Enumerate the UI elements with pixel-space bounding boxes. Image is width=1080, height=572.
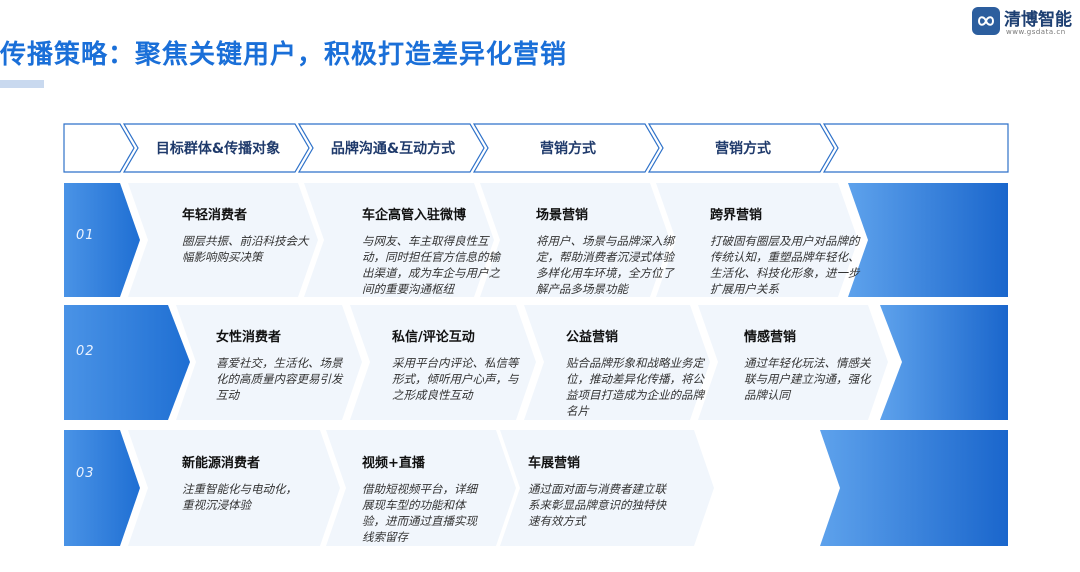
cell-title: 私信/评论互动: [392, 330, 475, 345]
cell-title: 车企高管入驻微博: [362, 208, 467, 223]
cell-desc: 将用户、场景与品牌深入绑定，帮助消费者沉浸式体验多样化用车环境，全方位了解产品多…: [536, 234, 674, 296]
row-3-graphics: [64, 430, 1008, 546]
cell-desc: 通过年轻化玩法、情感关联与用户建立沟通，强化品牌认同: [744, 356, 871, 402]
brand-logo: 清博智能 www.gsdata.cn: [972, 3, 1077, 41]
cell-title: 女性消费者: [216, 330, 282, 345]
page-title: 传播策略：聚焦关键用户，积极打造差异化营销: [0, 40, 568, 70]
infinity-logo-icon: [972, 7, 1000, 35]
cell-title: 情感营销: [744, 330, 797, 345]
header-cell-5: [822, 123, 1009, 173]
cell-title: 视频+直播: [362, 456, 425, 471]
cell-title: 车展营销: [528, 456, 581, 471]
row-number-3: 03: [76, 466, 95, 481]
cell-r2-c3: 公益营销 贴合品牌形象和战略业务定位，推动差异化传播，将公益项目打造成为企业的品…: [566, 326, 706, 419]
cell-r1-c1: 年轻消费者 圈层共振、前沿科技会大幅影响购买决策: [182, 204, 318, 265]
cell-desc: 通过面对面与消费者建立联系来彰显品牌意识的独特快速有效方式: [528, 482, 666, 528]
cell-r3-c1: 新能源消费者 注重智能化与电动化，重视沉浸体验: [182, 452, 306, 513]
brand-url: www.gsdata.cn: [1006, 28, 1066, 36]
header-cell-1: [122, 123, 310, 173]
cell-title: 年轻消费者: [182, 208, 248, 223]
cell-desc: 与网友、车主取得良性互动，同时担任官方信息的输出渠道，成为车企与用户之间的重要沟…: [362, 234, 500, 296]
cell-desc: 注重智能化与电动化，重视沉浸体验: [182, 482, 297, 512]
cell-desc: 贴合品牌形象和战略业务定位，推动差异化传播，将公益项目打造成为企业的品牌名片: [566, 356, 704, 418]
row-number-2: 02: [76, 344, 95, 359]
cell-r2-c4: 情感营销 通过年轻化玩法、情感关联与用户建立沟通，强化品牌认同: [744, 326, 880, 403]
header-cell-4: [647, 123, 835, 173]
header-brand-communication: 品牌沟通&互动方式: [330, 141, 456, 157]
row-1-graphics: [64, 183, 1008, 297]
cell-desc: 喜爱社交，生活化、场景化的高质量内容更易引发互动: [216, 356, 343, 402]
header-cell-2: [297, 123, 485, 173]
cell-r3-c2: 视频+直播 借助短视频平台，详细展现车型的功能和体验，进而通过直播实现线索留存: [362, 452, 486, 545]
cell-desc: 采用平台内评论、私信等形式，倾听用户心声，与之形成良性互动: [392, 356, 519, 402]
header-marketing-method-1: 营销方式: [540, 141, 596, 157]
cell-r2-c2: 私信/评论互动 采用平台内评论、私信等形式，倾听用户心声，与之形成良性互动: [392, 326, 522, 403]
row-2-graphics: [64, 305, 1008, 420]
cell-desc: 打破固有圈层及用户对品牌的传统认知，重塑品牌年轻化、生活化、科技化形象，进一步扩…: [710, 234, 860, 296]
header-marketing-method-2: 营销方式: [715, 141, 771, 157]
header-cell-3: [472, 123, 660, 173]
header-blank-cell: [63, 123, 135, 173]
row-number-1: 01: [76, 228, 95, 243]
cell-title: 跨界营销: [710, 208, 763, 223]
cell-desc: 圈层共振、前沿科技会大幅影响购买决策: [182, 234, 309, 264]
title-underline: [0, 80, 44, 88]
cell-title: 新能源消费者: [182, 456, 261, 471]
cell-title: 场景营销: [536, 208, 589, 223]
header-row: [63, 123, 1009, 173]
cell-r1-c3: 场景营销 将用户、场景与品牌深入绑定，帮助消费者沉浸式体验多样化用车环境，全方位…: [536, 204, 682, 297]
cell-r3-c3: 车展营销 通过面对面与消费者建立联系来彰显品牌意识的独特快速有效方式: [528, 452, 668, 529]
cell-r1-c2: 车企高管入驻微博 与网友、车主取得良性互动，同时担任官方信息的输出渠道，成为车企…: [362, 204, 508, 297]
cell-r2-c1: 女性消费者 喜爱社交，生活化、场景化的高质量内容更易引发互动: [216, 326, 346, 403]
cell-title: 公益营销: [566, 330, 619, 345]
cell-r1-c4: 跨界营销 打破固有圈层及用户对品牌的传统认知，重塑品牌年轻化、生活化、科技化形象…: [710, 204, 860, 297]
cell-desc: 借助短视频平台，详细展现车型的功能和体验，进而通过直播实现线索留存: [362, 482, 477, 544]
header-target-audience: 目标群体&传播对象: [155, 141, 281, 157]
brand-name: 清博智能: [1004, 10, 1072, 30]
